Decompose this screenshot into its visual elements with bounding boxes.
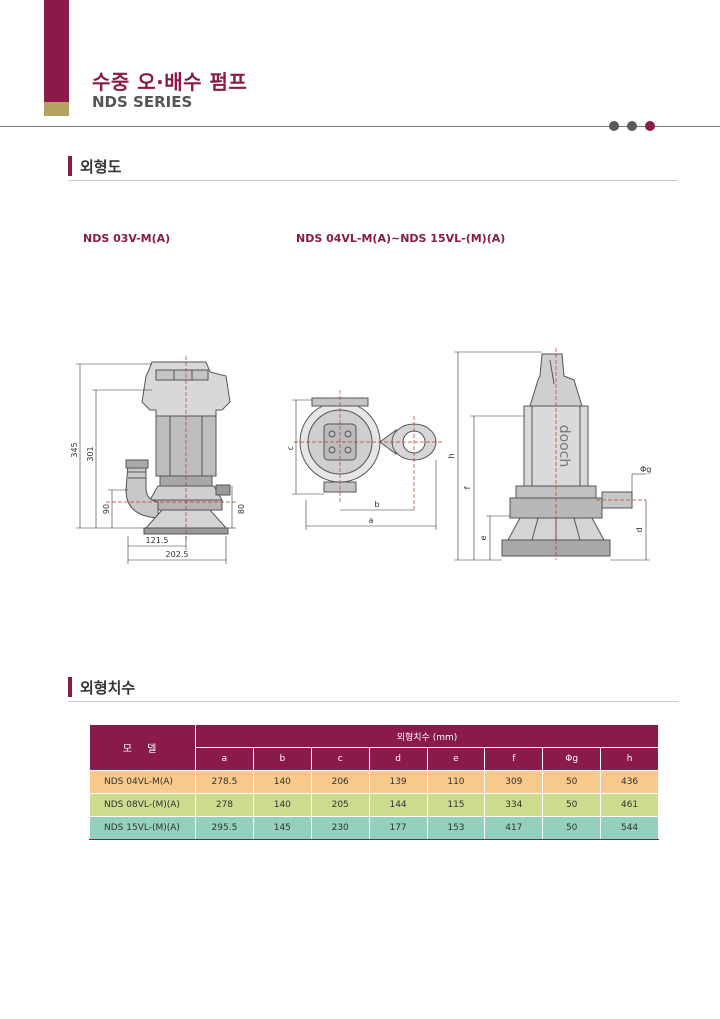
table-row: NDS 08VL-(M)(A) 278 140 205 144 115 334 … — [89, 793, 659, 817]
cell-g: 50 — [542, 793, 602, 817]
cell-c: 206 — [310, 770, 370, 794]
row-model: NDS 04VL-M(A) — [89, 770, 196, 794]
dim-f-label: f — [463, 486, 472, 489]
dim-80-label: 80 — [237, 504, 246, 514]
cell-f: 417 — [484, 816, 544, 840]
dim-b-label: b — [374, 500, 379, 509]
dim-h-label: h — [447, 453, 456, 458]
cell-b: 140 — [252, 770, 312, 794]
brand-logo: dooch — [556, 425, 572, 468]
model-column-header: 모 델 — [89, 724, 196, 771]
cell-e: 153 — [426, 816, 486, 840]
column-header-c: c — [310, 747, 370, 771]
left-pump-drawing: 345 301 90 80 121.5 202.5 — [70, 356, 246, 564]
section-marker — [68, 677, 72, 697]
dot-icon — [627, 121, 637, 131]
dim-d-label: d — [635, 527, 644, 532]
cell-a: 295.5 — [195, 816, 254, 840]
cell-c: 205 — [310, 793, 370, 817]
header-divider — [0, 126, 720, 127]
column-header-d: d — [368, 747, 428, 771]
dim-e-label: e — [479, 535, 488, 540]
column-header-e: e — [426, 747, 486, 771]
cell-g: 50 — [542, 770, 602, 794]
dim-c-label: c — [286, 446, 295, 450]
section-outline-title: 외형도 — [80, 158, 122, 176]
cell-b: 145 — [252, 816, 312, 840]
cell-e: 115 — [426, 793, 486, 817]
dim-202-label: 202.5 — [166, 550, 189, 559]
table-row: NDS 04VL-M(A) 278.5 140 206 139 110 309 … — [89, 770, 659, 794]
cell-b: 140 — [252, 793, 312, 817]
cell-e: 110 — [426, 770, 486, 794]
top-view-drawing: c b a — [286, 390, 442, 530]
cell-f: 309 — [484, 770, 544, 794]
dim-90-label: 90 — [102, 504, 111, 514]
cell-a: 278 — [195, 793, 254, 817]
section-dimensions-header: 외형치수 — [68, 674, 678, 702]
right-model-label: NDS 04VL-M(A)~NDS 15VL-(M)(A) — [296, 232, 506, 245]
cell-d: 144 — [368, 793, 428, 817]
dot-icon — [645, 121, 655, 131]
row-model: NDS 15VL-(M)(A) — [89, 816, 196, 840]
cell-h: 461 — [600, 793, 659, 817]
cell-a: 278.5 — [195, 770, 254, 794]
dim-g-label: Φg — [640, 465, 651, 474]
column-header-h: h — [600, 747, 659, 771]
column-header-g: Φg — [542, 747, 602, 771]
header-dots — [609, 121, 655, 132]
row-model: NDS 08VL-(M)(A) — [89, 793, 196, 817]
cell-h: 544 — [600, 816, 659, 840]
table-row: NDS 15VL-(M)(A) 295.5 145 230 177 153 41… — [89, 816, 659, 840]
column-header-b: b — [252, 747, 312, 771]
section-dimensions-title: 외형치수 — [80, 679, 136, 697]
dimension-group-header: 외형치수 (mm) — [195, 724, 659, 748]
left-model-label: NDS 03V-M(A) — [83, 232, 171, 245]
side-view-drawing: dooch h f e d Φg — [447, 348, 651, 561]
cell-f: 334 — [484, 793, 544, 817]
cell-h: 436 — [600, 770, 659, 794]
column-header-f: f — [484, 747, 544, 771]
dim-a-label: a — [369, 516, 374, 525]
cell-c: 230 — [310, 816, 370, 840]
section-outline-header: 외형도 — [68, 153, 678, 181]
header-accent-bar — [44, 0, 69, 102]
dot-icon — [609, 121, 619, 131]
cell-d: 139 — [368, 770, 428, 794]
column-header-a: a — [195, 747, 254, 771]
page-title: 수중 오·배수 펌프 — [92, 70, 248, 94]
cell-d: 177 — [368, 816, 428, 840]
dim-345-label: 345 — [70, 442, 79, 457]
dimensions-table: 모 델 외형치수 (mm) a b c d e f Φg h NDS 04VL-… — [89, 724, 659, 840]
dim-121-label: 121.5 — [146, 536, 169, 545]
cell-g: 50 — [542, 816, 602, 840]
page-subtitle: NDS SERIES — [92, 93, 193, 111]
dim-301-label: 301 — [86, 446, 95, 461]
header-gold-bar — [44, 102, 69, 116]
section-marker — [68, 156, 72, 176]
